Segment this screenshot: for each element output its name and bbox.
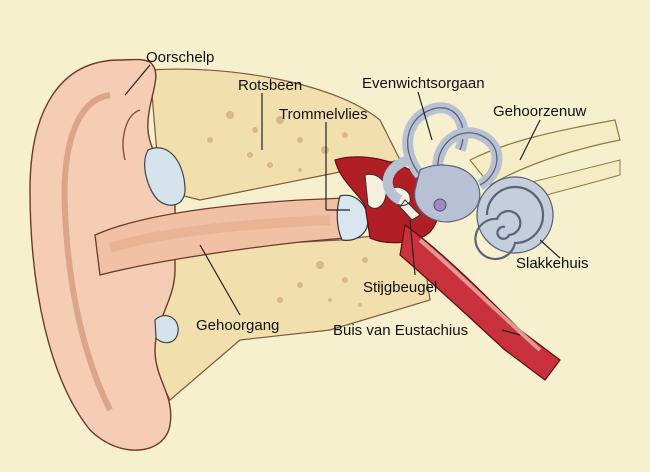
upper-cartilage: [144, 147, 186, 206]
oval-window: [433, 198, 447, 212]
label-evenwichtsorgaan: Evenwichtsorgaan: [362, 75, 485, 92]
semicircular-canals: [382, 102, 503, 205]
label-gehoorzenuw: Gehoorzenuw: [493, 103, 587, 120]
label-oorschelp: Oorschelp: [146, 49, 214, 66]
eustachian-tube-lining: [418, 238, 542, 352]
helix-fold: [122, 109, 141, 161]
cochlea: [474, 176, 554, 260]
auditory-nerve: [469, 119, 621, 186]
eardrum: [336, 194, 369, 241]
label-gehoorgang: Gehoorgang: [196, 317, 279, 334]
auricle-inner-fold: [61, 92, 113, 412]
label-slakkehuis: Slakkehuis: [516, 255, 589, 272]
lower-cartilage: [154, 315, 179, 344]
ear-canal-shade: [108, 215, 331, 253]
label-trommelvlies: Trommelvlies: [279, 106, 368, 123]
label-stijgbeugel: Stijgbeugel: [363, 279, 437, 296]
vestibule: [414, 164, 481, 223]
leader-lines: [124, 64, 561, 336]
label-rotsbeen: Rotsbeen: [238, 77, 302, 94]
bone-speckles: [207, 111, 383, 307]
middle-ear-cavity: [334, 156, 440, 244]
label-buis-van-eustachius: Buis van Eustachius: [333, 322, 468, 339]
eustachian-tube: [399, 223, 561, 381]
